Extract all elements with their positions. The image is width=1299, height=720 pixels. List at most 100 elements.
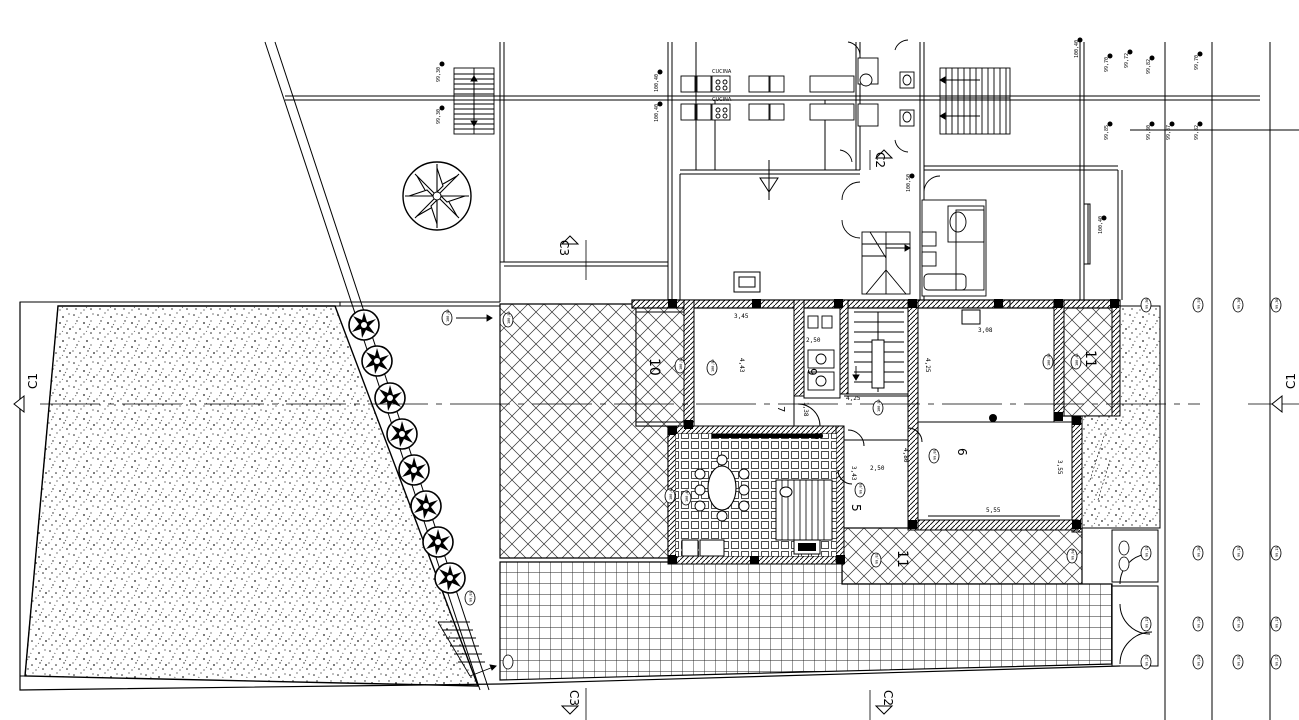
room-number-10: 10 bbox=[646, 358, 662, 376]
level-markers-top: 99,30 99,30 100,40 100,40 100,40 99,70 9… bbox=[436, 37, 1203, 234]
svg-text:99,30: 99,30 bbox=[436, 109, 442, 124]
kitchen-fixtures bbox=[680, 75, 855, 121]
pillars bbox=[668, 299, 1119, 564]
dim-355: 3,55 bbox=[1056, 460, 1063, 475]
svg-text:99,70: 99,70 bbox=[1104, 57, 1110, 72]
dim-480: 4,80 bbox=[902, 448, 909, 463]
svg-text:100,50: 100,50 bbox=[906, 174, 912, 192]
svg-text:C1: C1 bbox=[26, 373, 40, 389]
dining-room-tiles bbox=[676, 434, 836, 557]
svg-text:99,35: 99,35 bbox=[1197, 655, 1201, 666]
room-number-7: 7 bbox=[775, 406, 786, 412]
svg-text:100,50: 100,50 bbox=[877, 399, 881, 412]
svg-text:99,82: 99,82 bbox=[1194, 125, 1200, 140]
window-right bbox=[1083, 203, 1091, 265]
svg-text:C2: C2 bbox=[881, 690, 895, 706]
svg-text:100,40: 100,40 bbox=[654, 74, 660, 92]
svg-text:99,92: 99,92 bbox=[875, 553, 879, 564]
svg-text:100,45: 100,45 bbox=[669, 487, 673, 500]
room-number-9: 9 bbox=[805, 368, 819, 376]
svg-text:100,50: 100,50 bbox=[507, 311, 511, 324]
section-marker-c2-top: C2 bbox=[873, 149, 894, 168]
dashed-notes bbox=[1089, 429, 1111, 501]
dim-425a: 4,25 bbox=[846, 395, 861, 402]
svg-text:C1: C1 bbox=[1284, 373, 1298, 389]
svg-text:100,45: 100,45 bbox=[1075, 353, 1079, 366]
stair-upper-right bbox=[939, 67, 1011, 135]
room-number-11-top: 11 bbox=[1082, 350, 1098, 368]
room-number-6: 6 bbox=[955, 448, 969, 456]
svg-text:99,27: 99,27 bbox=[1275, 655, 1279, 666]
svg-text:99,15: 99,15 bbox=[1145, 617, 1149, 628]
room-fixtures bbox=[807, 315, 835, 391]
svg-text:99,25: 99,25 bbox=[1145, 655, 1149, 666]
dim-250a: 2,50 bbox=[806, 337, 821, 344]
svg-text:99,30: 99,30 bbox=[1237, 298, 1241, 309]
svg-text:100,50: 100,50 bbox=[679, 357, 683, 370]
stair-garden bbox=[437, 621, 485, 677]
svg-text:99,50: 99,50 bbox=[1145, 298, 1149, 309]
svg-text:99,20: 99,20 bbox=[1197, 546, 1201, 557]
section-marker-c1-right: C1 bbox=[1271, 373, 1298, 414]
dim-555: 5,55 bbox=[986, 507, 1001, 514]
entrance-gates bbox=[1111, 529, 1159, 667]
svg-text:C2: C2 bbox=[873, 152, 887, 168]
svg-text:99,70: 99,70 bbox=[1194, 55, 1200, 70]
svg-text:99,30: 99,30 bbox=[436, 67, 442, 82]
svg-text:99,85: 99,85 bbox=[1104, 125, 1110, 140]
svg-text:99,30: 99,30 bbox=[1275, 298, 1279, 309]
dim-345: 3,45 bbox=[734, 313, 749, 320]
svg-text:99,94: 99,94 bbox=[1071, 549, 1075, 560]
svg-text:C3: C3 bbox=[557, 240, 571, 256]
svg-text:99,20: 99,20 bbox=[1237, 617, 1241, 628]
svg-text:99,82: 99,82 bbox=[1146, 59, 1152, 74]
svg-text:100,50: 100,50 bbox=[711, 359, 715, 372]
svg-text:99,20: 99,20 bbox=[1197, 617, 1201, 628]
section-marker-c3-bottom: C3 bbox=[560, 690, 581, 715]
svg-text:99,87: 99,87 bbox=[1166, 125, 1172, 140]
svg-text:99,72: 99,72 bbox=[1124, 53, 1130, 68]
dim-443: 4,43 bbox=[738, 358, 745, 373]
room-number-8: 8 bbox=[811, 432, 825, 440]
svg-text:100,40: 100,40 bbox=[1098, 216, 1104, 234]
entry-arrow-symbol bbox=[759, 160, 779, 200]
section-marker-c1-left: C1 bbox=[13, 373, 40, 414]
dim-250b: 2,50 bbox=[870, 465, 885, 472]
label-cucina-a: CUCINA bbox=[712, 69, 732, 75]
svg-text:99,93: 99,93 bbox=[469, 591, 473, 602]
svg-text:99,15: 99,15 bbox=[1275, 617, 1279, 628]
svg-text:99,15: 99,15 bbox=[1237, 546, 1241, 557]
dim-343: 3,43 bbox=[850, 466, 857, 481]
pit-symbol bbox=[733, 271, 761, 293]
svg-text:99,35: 99,35 bbox=[1237, 655, 1241, 666]
room-number-11-bottom: 11 bbox=[894, 550, 910, 568]
dimension-labels: 3,45 3,08 4,43 4,25 4,25 2,50 2,50 1,38 … bbox=[734, 313, 1063, 514]
svg-text:100,45: 100,45 bbox=[685, 489, 689, 502]
level-markers-inner: 100,50 100,50 100,50 100,50 100,50 100,5… bbox=[441, 309, 1130, 670]
svg-text:C3: C3 bbox=[567, 690, 581, 706]
svg-text:100,50: 100,50 bbox=[446, 309, 450, 322]
svg-text:99,55: 99,55 bbox=[1197, 298, 1201, 309]
svg-text:99,15: 99,15 bbox=[1275, 546, 1279, 557]
room-number-5: 5 bbox=[849, 504, 863, 512]
svg-text:99,95: 99,95 bbox=[859, 483, 863, 494]
section-marker-c3-top: C3 bbox=[557, 235, 580, 256]
flow-arrows bbox=[456, 75, 980, 677]
interior-lines bbox=[693, 300, 1073, 521]
tree-symbol bbox=[402, 161, 472, 231]
bathroom-fixtures-mid bbox=[841, 175, 987, 297]
svg-text:99,95: 99,95 bbox=[933, 449, 937, 460]
dim-425b: 4,25 bbox=[924, 358, 931, 373]
svg-text:99,80: 99,80 bbox=[1146, 125, 1152, 140]
dim-138: 1,38 bbox=[802, 402, 809, 417]
svg-text:100,40: 100,40 bbox=[1074, 40, 1080, 58]
svg-text:100,50: 100,50 bbox=[1047, 353, 1051, 366]
svg-text:100,40: 100,40 bbox=[654, 104, 660, 122]
terrace-diamond-paving bbox=[499, 303, 1115, 585]
svg-text:99,15: 99,15 bbox=[1145, 546, 1149, 557]
room-numbers: 10 11 11 9 8 7 6 5 bbox=[646, 350, 1098, 568]
spiral-stair bbox=[861, 231, 911, 295]
bathroom-fixtures-top bbox=[839, 39, 915, 163]
label-cucina-b: CUCINA bbox=[712, 97, 732, 103]
